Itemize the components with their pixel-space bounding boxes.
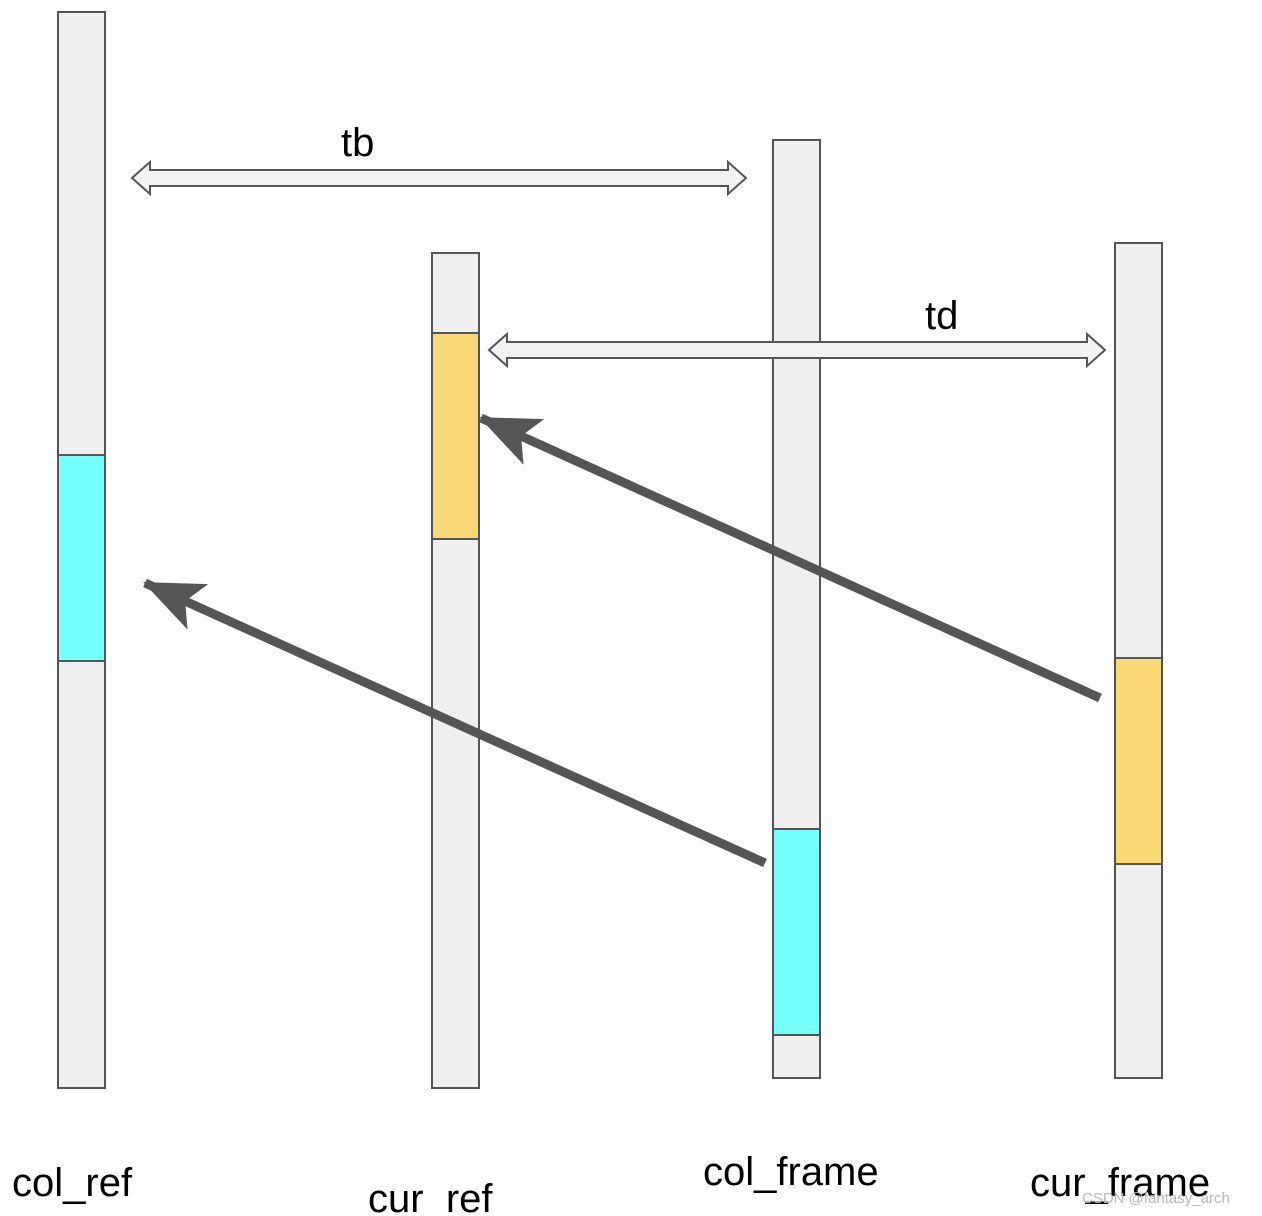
- cur-frame-yellow-block: [1114, 657, 1163, 865]
- cur-ref-label: cur_ref: [368, 1177, 493, 1216]
- tb-double-arrow: [130, 159, 748, 197]
- col-frame-bar: [772, 139, 821, 1079]
- col-ref-label: col_ref: [12, 1161, 133, 1205]
- cur-motion-vector-arrow: [479, 413, 1102, 703]
- cur-ref-bar: [431, 252, 480, 1089]
- td-label: td: [925, 294, 958, 338]
- cur-frame-bar: [1114, 242, 1163, 1079]
- cur-frame-label: cur_frame: [1030, 1161, 1210, 1205]
- cur-ref-yellow-block: [431, 332, 480, 540]
- td-double-arrow: [487, 331, 1107, 369]
- watermark: CSDN @fantasy_arch: [1082, 1190, 1230, 1207]
- tb-label: tb: [341, 121, 374, 165]
- col-frame-cyan-block: [772, 828, 821, 1036]
- col-ref-cyan-block: [57, 454, 106, 662]
- col-motion-vector-arrow: [143, 578, 767, 868]
- col-frame-label: col_frame: [703, 1150, 879, 1194]
- col-ref-bar: [57, 11, 106, 1089]
